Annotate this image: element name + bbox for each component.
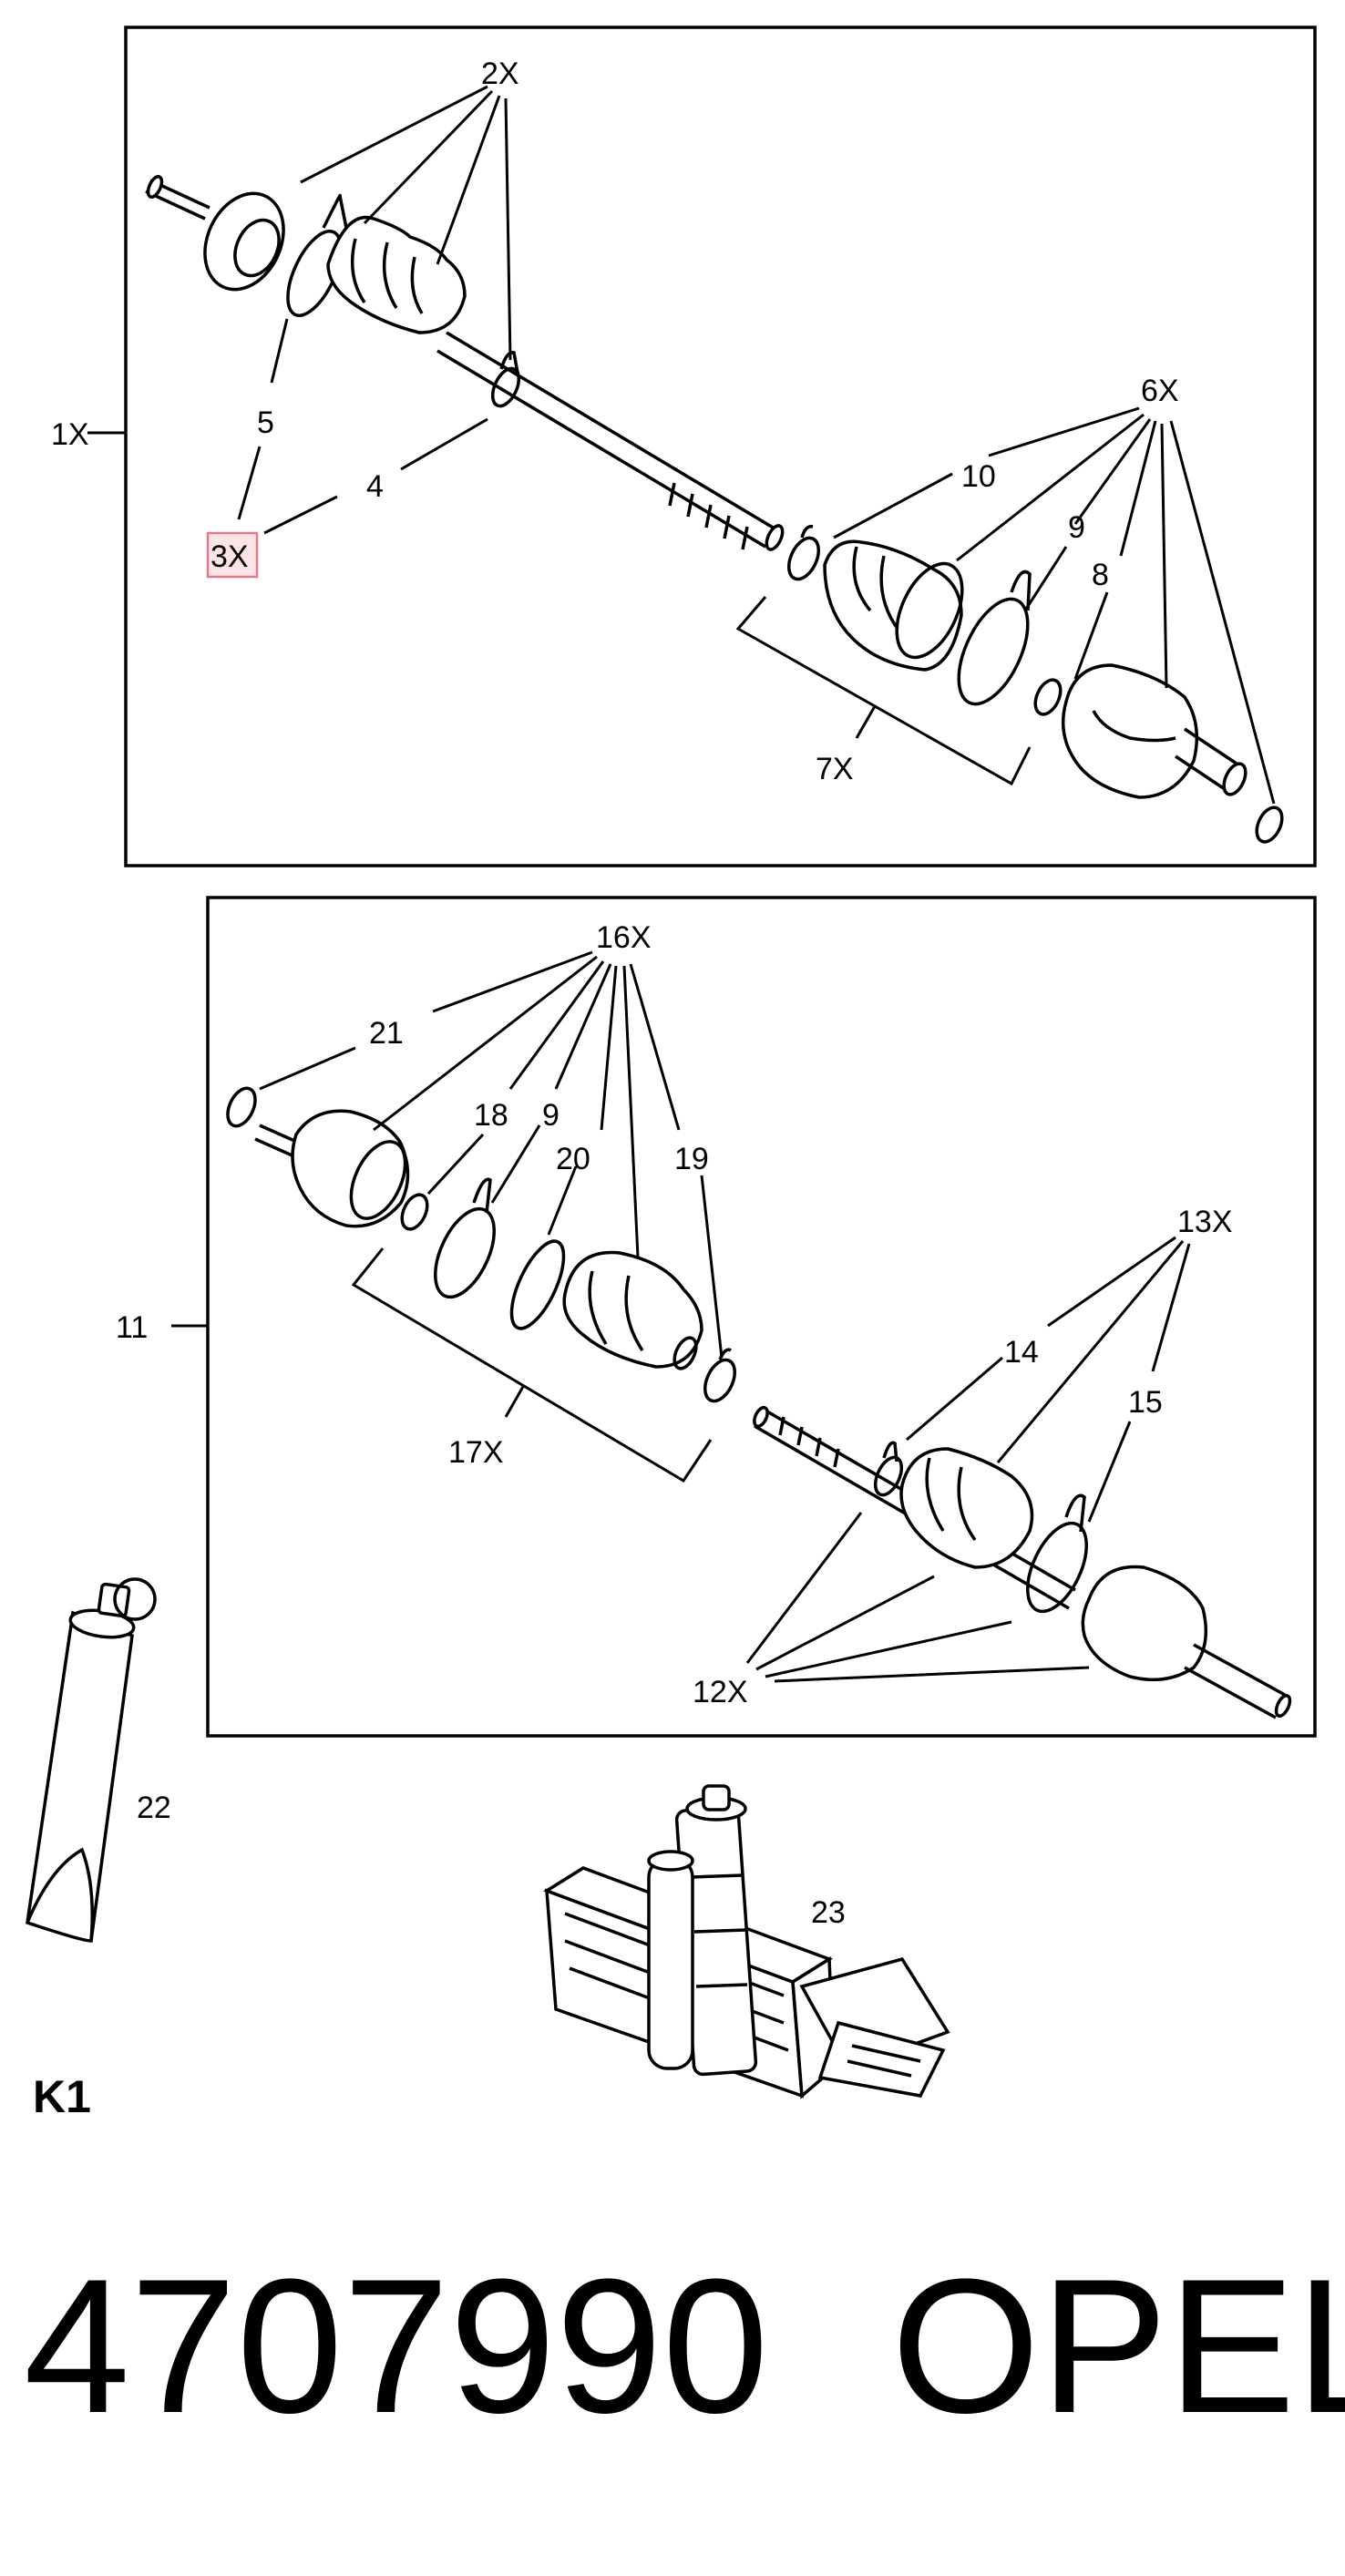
diagram-tag: K1: [33, 2071, 91, 2122]
part-number: 4707990: [24, 2239, 769, 2453]
label-17x: 17X: [448, 1435, 504, 1470]
label-4: 4: [366, 469, 384, 504]
lower-drive-shaft: [226, 1086, 1292, 1719]
callout-labels: 1X 2X 3X 4 5 6X 7X 8 9 10 11 12X 13X 14 …: [33, 56, 1233, 2122]
label-5: 5: [257, 405, 274, 440]
label-18: 18: [474, 1098, 508, 1133]
label-8: 8: [1092, 558, 1109, 592]
brand-name: OPEL: [891, 2239, 1345, 2453]
upper-leader-lines: [87, 85, 1276, 805]
label-13x: 13X: [1177, 1205, 1233, 1239]
label-6x: 6X: [1141, 374, 1179, 408]
label-3x-highlight: [206, 531, 259, 579]
label-14: 14: [1004, 1335, 1039, 1370]
label-21: 21: [369, 1016, 404, 1051]
lower-leader-lines: [171, 950, 1191, 1683]
grease-tube: [26, 1577, 157, 1943]
repair-kit-box: [543, 1784, 950, 2099]
upper-assembly-frame: [124, 26, 1317, 867]
label-2x: 2X: [481, 56, 519, 91]
label-23: 23: [811, 1895, 846, 1930]
label-7x: 7X: [816, 752, 854, 786]
lower-assembly-frame: [206, 896, 1317, 1738]
label-10: 10: [961, 459, 996, 494]
label-3x: 3X: [210, 539, 249, 574]
label-9-upper: 9: [1068, 510, 1085, 545]
label-12x: 12X: [693, 1675, 748, 1709]
label-9-lower: 9: [542, 1098, 560, 1133]
label-22: 22: [137, 1791, 171, 1825]
label-11: 11: [116, 1310, 148, 1345]
label-20: 20: [556, 1142, 590, 1176]
label-1x: 1X: [51, 417, 89, 452]
label-15: 15: [1128, 1385, 1163, 1420]
inner-joint-kit: [787, 525, 1284, 844]
label-19: 19: [674, 1142, 709, 1176]
upper-drive-shaft: [145, 175, 785, 551]
label-16x: 16X: [596, 920, 652, 955]
